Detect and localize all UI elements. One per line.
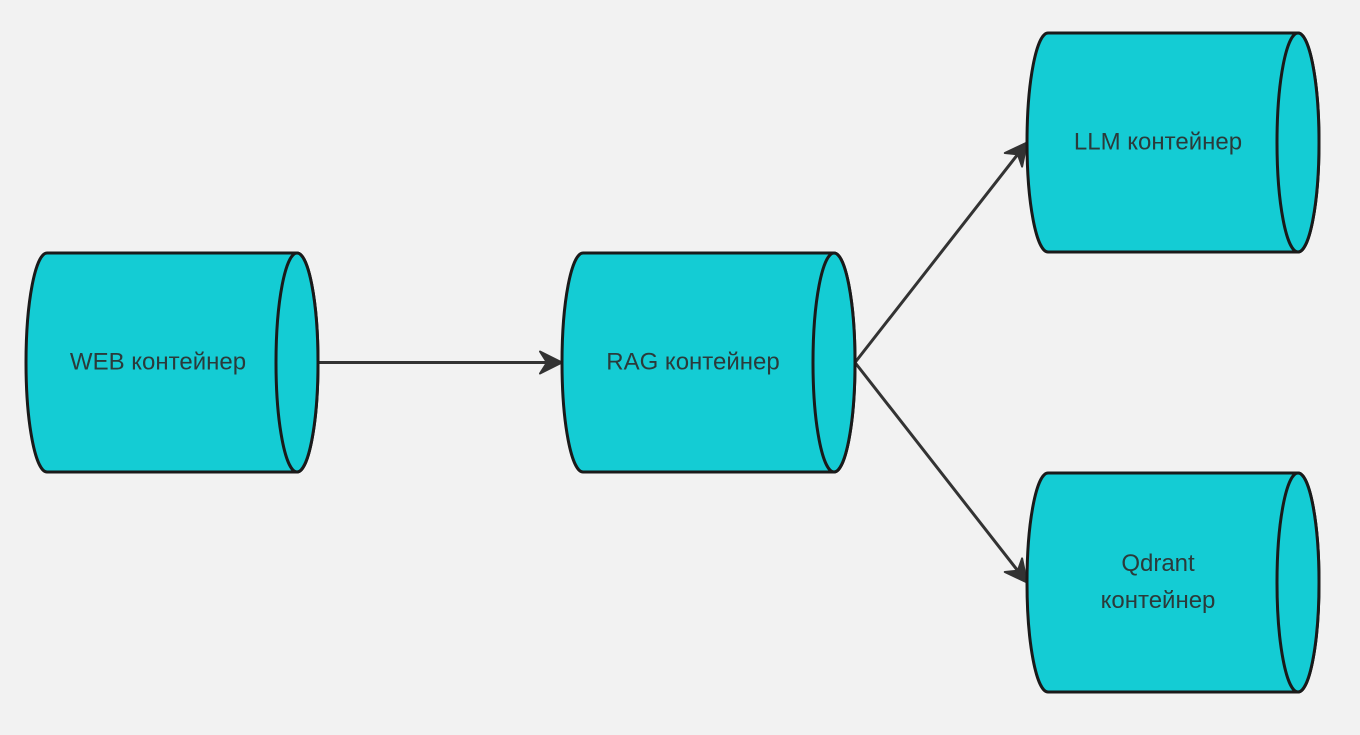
edge-rag-to-qdrant-line	[853, 361, 1019, 571]
node-web-container[interactable]: WEB контейнер	[24, 251, 320, 474]
nodes-layer: WEB контейнер RAG контейнер LLM контейнерQ…	[24, 31, 1321, 694]
edge-rag-to-llm-arrowhead	[1003, 141, 1028, 168]
node-llm-container[interactable]: LLM контейнер	[1025, 31, 1321, 254]
node-llm-label: LLM контейнер	[1074, 128, 1242, 155]
node-llm-cap	[1275, 31, 1321, 254]
node-web-label: WEB контейнер	[70, 348, 246, 375]
node-qdrant-label: Qdrant	[1121, 550, 1195, 577]
node-web-cap	[274, 251, 320, 474]
node-qdrant-container[interactable]: Qdrant контейнер	[1025, 471, 1321, 694]
node-qdrant-label: контейнер	[1101, 587, 1216, 614]
edge-rag-to-llm	[853, 141, 1028, 364]
node-rag-label: RAG контейнер	[606, 348, 779, 375]
node-rag-cap	[811, 251, 857, 474]
edge-web-to-rag-arrowhead	[539, 350, 563, 375]
edge-rag-to-llm-line	[853, 154, 1019, 364]
node-qdrant-body	[1025, 471, 1321, 694]
edge-web-to-rag	[318, 350, 563, 375]
edge-rag-to-qdrant-arrowhead	[1003, 557, 1028, 584]
edge-rag-to-qdrant	[853, 361, 1028, 584]
node-qdrant-cap	[1275, 471, 1321, 694]
node-rag-container[interactable]: RAG контейнер	[560, 251, 857, 474]
edges-layer	[318, 141, 1028, 584]
